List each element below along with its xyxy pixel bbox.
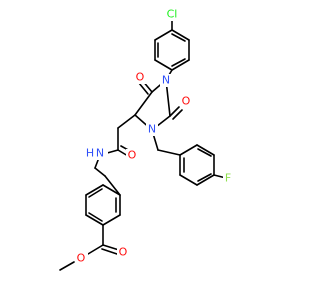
bond	[87, 244, 104, 255]
bond	[196, 144, 215, 156]
bond	[94, 167, 106, 177]
oxygen-label: O	[119, 246, 128, 259]
chlorine-atom: Cl	[160, 7, 184, 21]
oxygen-atom-ester-carbonyl: O	[117, 246, 130, 259]
bond	[134, 91, 153, 116]
bond	[85, 184, 104, 196]
nitrogen-label: N	[148, 123, 156, 136]
bond	[154, 29, 173, 41]
amide-n-label: N	[96, 147, 104, 160]
bond	[101, 248, 118, 255]
oxygen-atom-c2: O	[180, 95, 193, 108]
bond	[197, 173, 212, 182]
bond	[171, 33, 186, 42]
bond	[88, 188, 103, 198]
bond	[179, 144, 198, 156]
atom-labels: Cl N O O N O H N F	[75, 7, 233, 265]
bond	[171, 59, 190, 71]
bond	[154, 59, 173, 71]
oxygen-atom-amide: O	[126, 149, 139, 162]
bond	[59, 261, 75, 271]
bond	[88, 212, 103, 222]
molecule-structure: Cl N O O N O H N F	[59, 7, 233, 271]
oxygen-label: O	[136, 71, 145, 84]
fluorine-atom: F	[223, 172, 233, 185]
chlorine-label: Cl	[167, 8, 178, 21]
bond	[102, 214, 121, 226]
nitrogen-label: N	[162, 74, 170, 87]
nitrogen-atom-n1: N	[160, 74, 172, 87]
oxygen-label: O	[182, 95, 191, 108]
bond	[196, 174, 215, 186]
bonds	[59, 19, 227, 271]
bond	[85, 214, 104, 226]
bond	[117, 114, 136, 129]
bond	[104, 175, 121, 196]
bond	[179, 174, 198, 186]
bond	[157, 149, 181, 156]
oxygen-atom-c4: O	[134, 71, 147, 84]
bond	[171, 29, 190, 41]
amide-nh: H N	[86, 147, 108, 160]
oxygen-label: O	[77, 252, 86, 265]
bond	[102, 244, 120, 251]
structure-canvas: Cl N O O N O H N F	[59, 7, 233, 271]
oxygen-atom-ester-single: O	[75, 252, 88, 265]
fluorine-label: F	[225, 172, 231, 185]
bond	[138, 82, 149, 95]
bond	[169, 106, 180, 117]
oxygen-label: O	[128, 149, 137, 162]
bond	[197, 148, 212, 157]
amide-h-label: H	[86, 147, 94, 160]
bond	[172, 109, 183, 120]
nitrogen-atom-n3: N	[146, 123, 158, 136]
bond	[102, 184, 121, 196]
bond	[171, 58, 186, 67]
